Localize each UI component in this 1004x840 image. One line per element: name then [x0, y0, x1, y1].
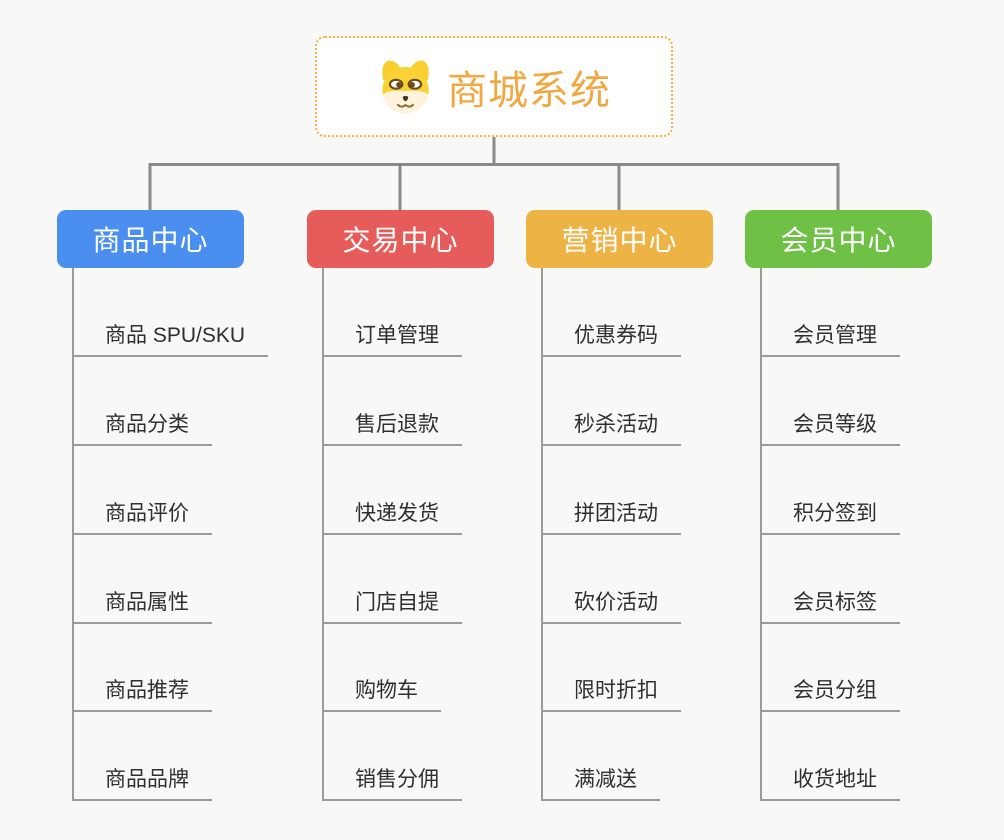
- leaf-node[interactable]: 砍价活动: [541, 585, 681, 624]
- leaf-node[interactable]: 商品分类: [72, 407, 212, 446]
- leaf-label: 积分签到: [793, 502, 877, 525]
- leaf-node[interactable]: 商品评价: [72, 496, 212, 535]
- leaf-label: 销售分佣: [355, 768, 439, 791]
- leaf-label: 售后退款: [355, 413, 439, 436]
- root-node[interactable]: 商城系统: [315, 36, 673, 137]
- leaf-label: 优惠券码: [574, 324, 658, 347]
- leaf-label: 商品 SPU/SKU: [105, 324, 246, 347]
- branch-label: 营销中心: [561, 225, 678, 256]
- leaf-label: 会员分组: [793, 679, 877, 702]
- leaf-node[interactable]: 购物车: [322, 673, 441, 712]
- leaf-label: 会员标签: [793, 591, 877, 614]
- branch-header-4[interactable]: 会员中心: [745, 210, 932, 268]
- leaf-node[interactable]: 快递发货: [322, 496, 462, 535]
- leaf-node[interactable]: 满减送: [541, 762, 660, 801]
- leaf-label: 门店自提: [355, 591, 439, 614]
- leaf-node[interactable]: 商品 SPU/SKU: [72, 318, 269, 357]
- branch-3: 营销中心 优惠券码 秒杀活动 拼团活动 砍价活动 限时折扣 满减送: [526, 210, 746, 820]
- branch-label: 会员中心: [780, 225, 897, 256]
- leaf-label: 商品分类: [105, 413, 189, 436]
- leaf-node[interactable]: 商品推荐: [72, 673, 212, 712]
- leaf-node[interactable]: 会员分组: [760, 673, 900, 712]
- leaf-label: 砍价活动: [574, 591, 658, 614]
- leaf-node[interactable]: 订单管理: [322, 318, 462, 357]
- leaf-label: 收货地址: [793, 768, 877, 791]
- leaf-node[interactable]: 秒杀活动: [541, 407, 681, 446]
- leaf-label: 购物车: [355, 679, 418, 702]
- leaf-label: 商品评价: [105, 502, 189, 525]
- dog-icon: [377, 58, 434, 115]
- leaf-label: 秒杀活动: [574, 413, 658, 436]
- branch-4: 会员中心 会员管理 会员等级 积分签到 会员标签 会员分组 收货地址: [745, 210, 965, 820]
- branch-1: 商品中心 商品 SPU/SKU 商品分类 商品评价 商品属性 商品推荐 商品品牌: [57, 210, 277, 820]
- leaf-node[interactable]: 积分签到: [760, 496, 900, 535]
- leaf-label: 商品推荐: [105, 679, 189, 702]
- leaf-label: 订单管理: [355, 324, 439, 347]
- leaf-node[interactable]: 优惠券码: [541, 318, 681, 357]
- leaf-node[interactable]: 商品属性: [72, 585, 212, 624]
- leaf-label: 快递发货: [355, 502, 439, 525]
- leaf-label: 会员管理: [793, 324, 877, 347]
- leaf-node[interactable]: 会员管理: [760, 318, 900, 357]
- branch-header-1[interactable]: 商品中心: [57, 210, 244, 268]
- leaf-node[interactable]: 会员等级: [760, 407, 900, 446]
- leaf-label: 限时折扣: [574, 679, 658, 702]
- leaf-node[interactable]: 收货地址: [760, 762, 900, 801]
- leaf-label: 满减送: [574, 768, 637, 791]
- leaf-node[interactable]: 售后退款: [322, 407, 462, 446]
- leaf-label: 拼团活动: [574, 502, 658, 525]
- branch-header-2[interactable]: 交易中心: [307, 210, 494, 268]
- leaf-node[interactable]: 限时折扣: [541, 673, 681, 712]
- leaf-label: 商品品牌: [105, 768, 189, 791]
- leaf-node[interactable]: 拼团活动: [541, 496, 681, 535]
- branch-header-3[interactable]: 营销中心: [526, 210, 713, 268]
- branch-bus-line: [148, 163, 840, 210]
- leaf-node[interactable]: 门店自提: [322, 585, 462, 624]
- leaf-node[interactable]: 销售分佣: [322, 762, 462, 801]
- root-title: 商城系统: [447, 68, 611, 113]
- leaf-node[interactable]: 会员标签: [760, 585, 900, 624]
- branch-label: 交易中心: [342, 225, 459, 256]
- leaf-node[interactable]: 商品品牌: [72, 762, 212, 801]
- leaf-label: 会员等级: [793, 413, 877, 436]
- leaf-label: 商品属性: [105, 591, 189, 614]
- branch-label: 商品中心: [92, 225, 209, 256]
- branch-2: 交易中心 订单管理 售后退款 快递发货 门店自提 购物车 销售分佣: [307, 210, 527, 820]
